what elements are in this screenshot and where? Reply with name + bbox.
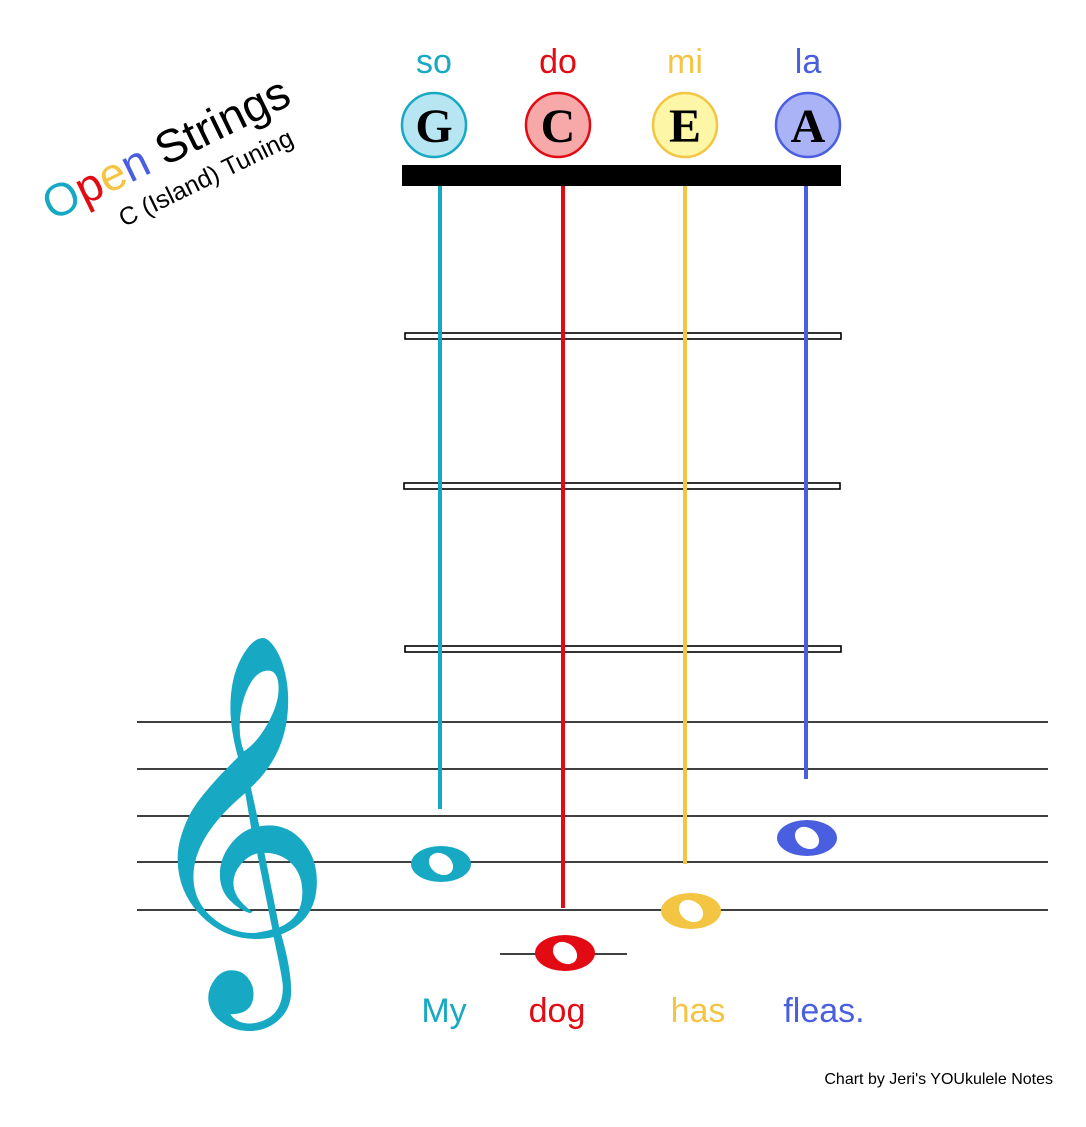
treble-clef-icon: 𝄞	[138, 629, 333, 1033]
nut	[402, 165, 841, 186]
lyric-e: has	[671, 992, 726, 1030]
lyric-g: My	[421, 992, 466, 1030]
lyric-a: fleas.	[783, 992, 864, 1030]
solfege-mi: mi	[667, 43, 703, 81]
fret-3	[404, 645, 842, 653]
whole-note-icon	[661, 893, 721, 929]
whole-note-icon	[535, 935, 595, 971]
note-letter-a: A	[791, 100, 826, 153]
lyric-c: dog	[529, 992, 586, 1030]
whole-note-icon	[777, 820, 837, 856]
solfege-so: so	[416, 43, 452, 81]
whole-note-icon	[411, 846, 471, 882]
solfege-do: do	[539, 43, 577, 81]
note-letter-c: C	[541, 100, 576, 153]
note-letter-g: G	[415, 100, 452, 153]
fret-1	[404, 332, 842, 340]
note-letter-e: E	[669, 100, 701, 153]
solfege-la: la	[795, 43, 822, 81]
note-circle-a	[774, 91, 842, 159]
note-circle-e	[651, 91, 719, 159]
music-staff	[137, 721, 1048, 955]
whole-note-hollow	[678, 899, 704, 923]
note-circle-c	[524, 91, 592, 159]
note-circle-g	[400, 91, 468, 159]
whole-note-hollow	[552, 941, 578, 965]
fret-2	[403, 482, 841, 490]
whole-note-hollow	[428, 852, 454, 876]
chart-credit: Chart by Jeri's YOUkulele Notes	[824, 1071, 1053, 1088]
whole-note-hollow	[794, 826, 820, 850]
